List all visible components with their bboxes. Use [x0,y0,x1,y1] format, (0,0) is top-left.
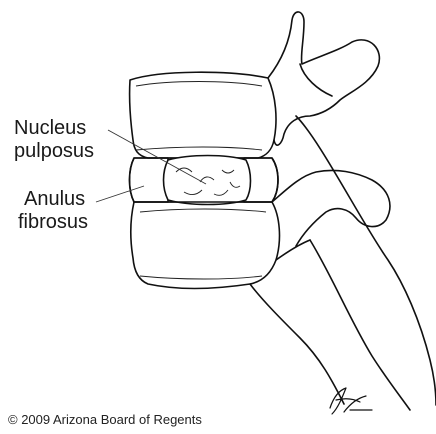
anulus-fibrosus-label-line2: fibrosus [18,212,88,232]
copyright-notice: © 2009 Arizona Board of Regents [8,413,202,426]
artist-signature [330,388,372,414]
nucleus-pulposus [164,156,251,205]
lower-vertebral-body [131,202,280,289]
posterior-elements [250,12,436,410]
upper-vertebral-body [130,72,276,158]
anulus-fibrosus [130,158,169,202]
anulus-fibrosus-label-line1: Anulus [24,189,85,209]
intervertebral-disc [130,156,279,205]
nucleus-pulposus-label-line1: Nucleus [14,118,86,138]
anulus-leader-line [96,186,144,202]
nucleus-pulposus-label-line2: pulposus [14,141,94,161]
